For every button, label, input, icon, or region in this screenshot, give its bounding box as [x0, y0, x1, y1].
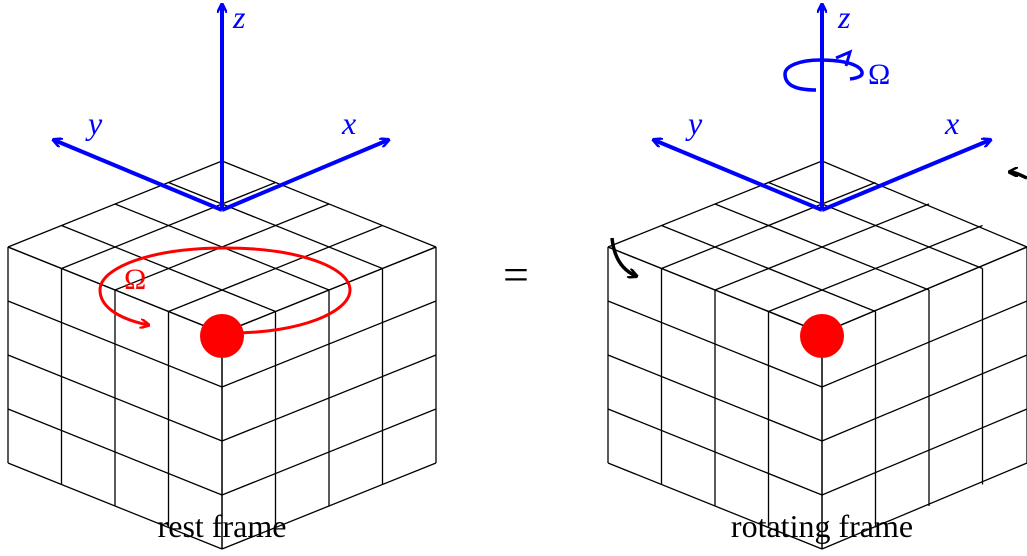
cube-grid-line: [821, 354, 1027, 442]
rest-frame-x-axis: [221, 140, 388, 212]
rest-frame-z-label: z: [232, 0, 246, 35]
cube-grid-line: [221, 462, 437, 550]
cube-grid-line: [168, 181, 383, 270]
rotating-frame-x-label: x: [944, 105, 959, 141]
cube-grid-line: [821, 300, 1027, 388]
rotating-frame-x-axis: [821, 140, 990, 212]
rotating-frame-corner-arrow-right: [1010, 172, 1027, 180]
cube-grid-line: [821, 160, 1027, 248]
rotating-frame-omega-label: Ω: [868, 58, 890, 91]
cube-grid-line: [61, 181, 276, 270]
cube-grid-line: [821, 408, 1027, 496]
cube-grid-line: [7, 462, 223, 550]
rest-frame-rotation-arrow: [98, 246, 352, 335]
cube-grid-line: [607, 462, 823, 550]
rest-frame-panel: Ω z x y: [7, 0, 437, 550]
cube-grid-line: [661, 181, 876, 270]
cube-grid-line: [221, 160, 437, 248]
cube-grid-line: [607, 160, 823, 248]
rotating-frame-caption: rotating frame: [730, 508, 914, 544]
cube-grid-line: [714, 203, 930, 291]
cube-grid-line: [607, 408, 823, 496]
rest-frame-y-label: y: [85, 105, 103, 141]
rest-frame-y-axis: [54, 140, 223, 212]
cube-grid-line: [7, 160, 223, 248]
rotating-frame-rotation-arrow: [783, 58, 864, 92]
cube-grid-line: [821, 246, 1027, 334]
rotating-frame-material-point: [800, 314, 844, 358]
rest-frame-omega-label: Ω: [124, 263, 146, 296]
rest-frame-x-label: x: [341, 105, 356, 141]
rotating-frame-y-label: y: [685, 105, 703, 141]
rest-frame-cube-grid: [7, 160, 437, 550]
cube-grid-line: [768, 181, 983, 270]
rotating-frame-y-axis: [654, 140, 823, 212]
rest-frame-axes: z x y: [54, 0, 388, 212]
cube-grid-line: [607, 354, 823, 442]
rotating-frame-axes: z x y: [654, 0, 990, 212]
cube-grid-line: [221, 354, 437, 442]
rest-frame-caption: rest frame: [157, 508, 287, 544]
cube-grid-line: [221, 408, 437, 496]
rotating-frame-z-label: z: [837, 0, 851, 35]
rotating-frame-panel: z x y Ω: [607, 0, 1027, 550]
rotating-frame-rotation-indicator: Ω: [783, 49, 890, 92]
rest-frame-rotation-indicator: Ω: [98, 246, 352, 335]
cube-grid-line: [7, 408, 223, 496]
rotating-frame-rotation-arrowhead: [835, 49, 853, 67]
cube-grid-line: [821, 462, 1027, 550]
rotating-frame-corner-arrow-left: [610, 237, 636, 276]
rotating-frame-cube-grid: [607, 160, 1027, 550]
equals-sign: =: [503, 249, 529, 300]
rest-frame-material-point: [200, 314, 244, 358]
cube-grid-line: [7, 354, 223, 442]
